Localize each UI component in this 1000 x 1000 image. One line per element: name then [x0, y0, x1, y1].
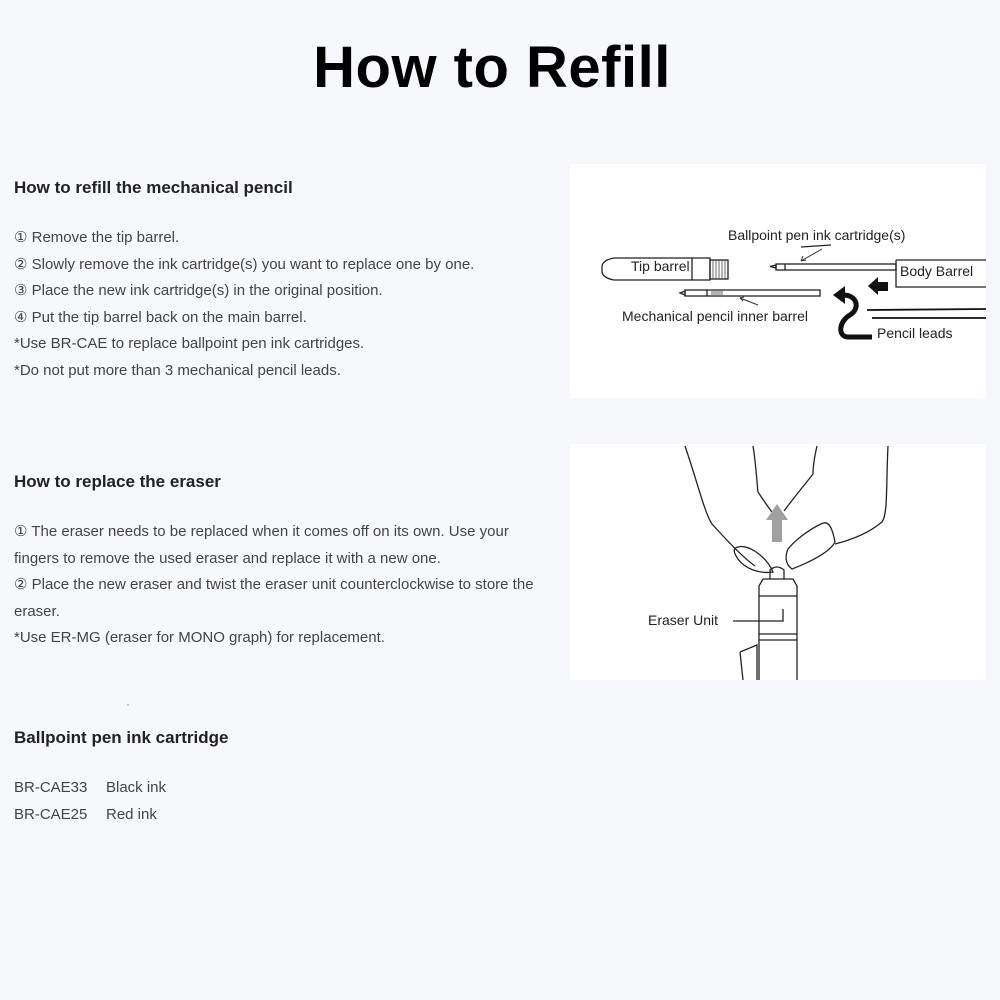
cartridge-description: Red ink	[106, 805, 157, 823]
page-title: How to Refill	[313, 35, 671, 100]
refill-step-2: ② Slowly remove the ink cartridge(s) you…	[14, 255, 475, 273]
arrow-left-icon	[868, 277, 888, 295]
eraser-line-4: eraser.	[14, 602, 60, 620]
eraser-illustration: Eraser Unit	[648, 445, 889, 680]
refill-step-4: ④ Put the tip barrel back on the main ba…	[14, 308, 307, 326]
refill-heading: How to refill the mechanical pencil	[14, 178, 293, 197]
cartridge-code: BR-CAE33	[14, 779, 88, 796]
eraser-line-1: ① The eraser needs to be replaced when i…	[14, 523, 509, 540]
label-body-barrel: Body Barrel	[900, 263, 973, 279]
stray-dot	[127, 704, 129, 706]
label-eraser-unit: Eraser Unit	[648, 612, 718, 628]
eraser-diagram: Eraser Unit	[570, 444, 986, 680]
refill-diagram: Ballpoint pen ink cartridge(s) Tip barre…	[570, 164, 986, 398]
cartridge-code: BR-CAE25	[14, 805, 88, 823]
label-inner-barrel: Mechanical pencil inner barrel	[622, 308, 808, 324]
label-tip-barrel: Tip barrel	[631, 258, 690, 274]
cartridge-description: Black ink	[106, 779, 167, 796]
cartridge-item: BR-CAE25 Red ink	[14, 802, 166, 829]
eraser-steps: ① The eraser needs to be replaced when i…	[14, 519, 534, 652]
eraser-line-2: fingers to remove the used eraser and re…	[14, 549, 441, 567]
arrow-up-icon	[766, 504, 788, 542]
refill-note-1: *Use BR-CAE to replace ballpoint pen ink…	[14, 335, 365, 352]
eraser-heading: How to replace the eraser	[14, 472, 221, 491]
eraser-line-5: *Use ER-MG (eraser for MONO graph) for r…	[14, 629, 385, 646]
refill-step-3: ③ Place the new ink cartridge(s) in the …	[14, 282, 383, 299]
cartridge-heading: Ballpoint pen ink cartridge	[14, 728, 229, 747]
refill-steps: ① Remove the tip barrel. ② Slowly remove…	[14, 225, 474, 384]
tip-barrel-shape	[601, 257, 711, 281]
label-pencil-leads: Pencil leads	[877, 325, 953, 341]
left-hand-outline	[684, 445, 756, 567]
refill-step-1: ① Remove the tip barrel.	[14, 229, 180, 246]
eraser-line-3: ② Place the new eraser and twist the era…	[14, 576, 534, 593]
curved-arrow-icon	[838, 292, 872, 340]
cartridge-list: BR-CAE33 Black ink BR-CAE25 Red ink	[14, 775, 166, 828]
refill-note-2: *Do not put more than 3 mechanical penci…	[14, 361, 341, 379]
label-ballpoint: Ballpoint pen ink cartridge(s)	[728, 227, 905, 243]
cartridge-item: BR-CAE33 Black ink	[14, 775, 166, 802]
pencil-parts-diagram: Ballpoint pen ink cartridge(s) Tip barre…	[601, 227, 986, 341]
